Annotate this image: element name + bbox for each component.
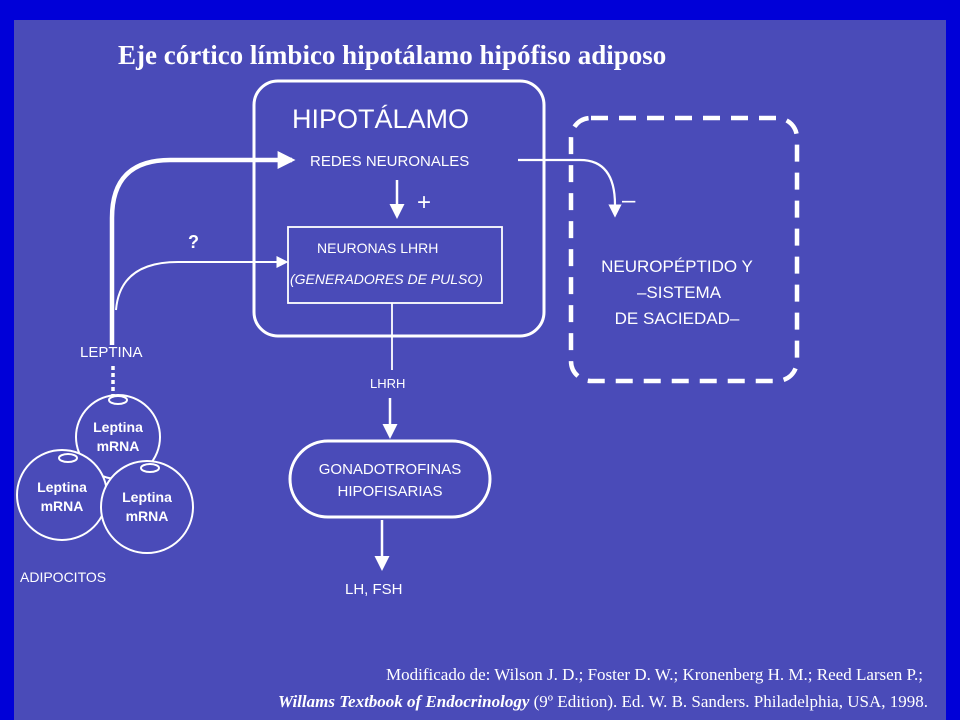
npy-label-line1: NEUROPÉPTIDO Y [601,257,753,276]
adipocyte-cell-left [16,449,108,541]
gonadotropins-box [288,439,492,519]
cell-label-mrna: mRNA [41,498,84,514]
adipocyte-cell-right [100,460,194,554]
hypothalamus-box [252,79,546,338]
nucleus-icon [108,395,128,405]
gonadotropins-label-line1: GONADOTROFINAS [319,461,462,478]
citation-line1: Modificado de: Wilson J. D.; Foster D. W… [386,665,923,684]
npy-label-line3: DE SACIEDAD– [615,309,740,328]
npy-label-line2: –SISTEMA [637,283,722,302]
pulse-generators-label: (GENERADORES DE PULSO) [290,271,483,287]
neural-networks-label: REDES NEURONALES [310,153,469,170]
citation-line2: Willams Textbook of Endocrinology (9º Ed… [278,692,928,711]
leptin-to-lhrh-arrow [115,256,289,311]
inhibitory-arrow [518,158,622,218]
citation-book-title: Willams Textbook of Endocrinology [278,692,530,711]
diagram-title: Eje córtico límbico hipotálamo hipófiso … [118,40,666,70]
unknown-pathway-mark: ? [188,232,199,252]
lhrh-label: LHRH [370,376,405,391]
hypothalamus-label: HIPOTÁLAMO [292,104,469,134]
lhrh-neurons-label: NEURONAS LHRH [317,240,438,256]
nucleus-icon [58,453,78,463]
leptin-to-neural-networks-arrow [109,151,296,345]
cell-label-leptin: Leptina [37,479,87,495]
cell-label-leptin: Leptina [122,489,172,505]
lh-fsh-label: LH, FSH [345,581,403,598]
diagram-canvas: Eje córtico límbico hipotálamo hipófiso … [16,40,928,711]
citation-publisher: (9º Edition). Ed. W. B. Sanders. Philade… [529,692,928,711]
lhrh-neurons-box [287,226,503,304]
leptin-label: LEPTINA [80,344,143,361]
slide-panel: Eje córtico límbico hipotálamo hipófiso … [14,20,946,720]
minus-sign: – [622,187,636,214]
plus-sign: + [417,189,431,216]
gonadotropins-label-line2: HIPOFISARIAS [337,483,442,500]
nucleus-icon [140,463,160,473]
adipocytes-label: ADIPOCITOS [20,569,106,585]
adipocyte-cluster: Leptina mRNA Leptina mRNA Leptina mRNA [16,394,194,554]
npy-satiety-box [568,115,800,384]
cell-label-leptin: Leptina [93,419,143,435]
cell-label-mrna: mRNA [126,508,169,524]
cell-label-mrna: mRNA [97,438,140,454]
